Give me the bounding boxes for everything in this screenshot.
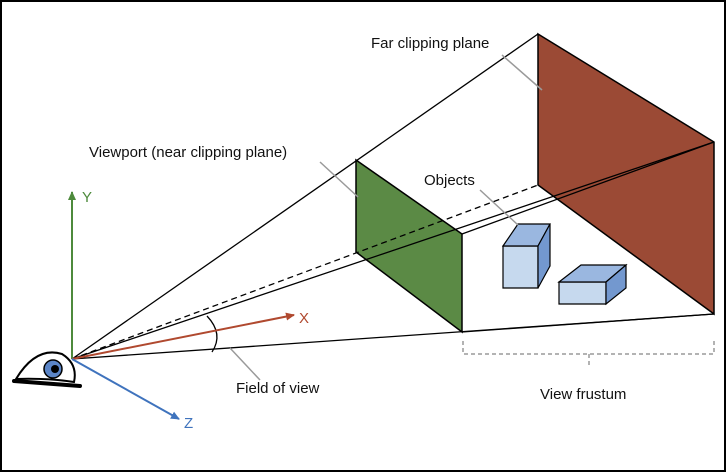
viewport-label: Viewport (near clipping plane) — [89, 144, 287, 161]
frustum-bracket — [462, 341, 715, 366]
frustum-edges — [71, 33, 715, 360]
frustum-hidden-edge — [71, 184, 539, 360]
x-axis — [71, 312, 295, 360]
far-plane-label: Far clipping plane — [371, 35, 489, 52]
eye-icon — [12, 351, 82, 388]
frustum-label: View frustum — [540, 386, 626, 403]
objects-label: Objects — [424, 172, 475, 189]
fov-arc — [206, 315, 218, 353]
object-flat-box — [557, 263, 628, 306]
leader-lines — [229, 54, 543, 381]
y-axis-label: Y — [82, 189, 92, 206]
object-tall-box — [501, 223, 552, 289]
x-axis-label: X — [299, 310, 309, 327]
fov-label: Field of view — [236, 380, 320, 397]
z-axis — [71, 358, 180, 420]
z-axis-label: Z — [184, 415, 193, 432]
